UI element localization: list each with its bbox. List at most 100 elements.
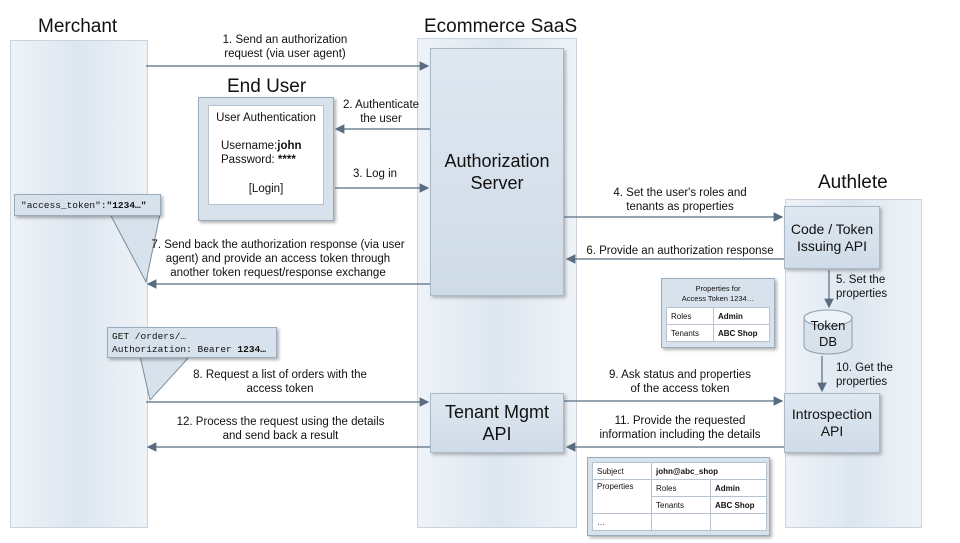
details-key: Tenants (651, 496, 711, 514)
access-token-callout: "access_token":"1234…" (14, 194, 161, 216)
details-table: Subject john@abc_shop Properties Roles A… (592, 462, 767, 531)
tenant-mgmt-line2: API (482, 424, 512, 444)
password-value[interactable]: **** (277, 154, 296, 166)
access-token-value: "1234…" (106, 200, 147, 211)
introspection-api-box: Introspection API (784, 393, 880, 453)
token-db-cylinder (803, 309, 853, 355)
step7-line1: 7. Send back the authorization response … (151, 239, 405, 251)
step7-line2: agent) and provide an access token throu… (165, 253, 391, 265)
properties-caption-line2: Access Token 1234… (681, 294, 755, 303)
step9-line1: 9. Ask status and properties (609, 369, 751, 381)
request-callout: GET /orders/… Authorization: Bearer 1234… (107, 327, 277, 358)
merchant-title: Merchant (38, 16, 118, 37)
subject-label: Subject (592, 462, 652, 480)
step3-line1: 3. Log in (352, 168, 398, 180)
properties-value: Admin (713, 307, 770, 325)
details-empty (710, 513, 767, 531)
login-card-inner: User Authentication Username:john Passwo… (208, 105, 324, 205)
properties-table: Roles Admin Tenants ABC Shop (666, 307, 770, 342)
step7-label: 7. Send back the authorization response … (142, 238, 414, 280)
properties-caption-line1: Properties for (695, 284, 741, 293)
introspection-line1: Introspection (791, 406, 873, 422)
properties-caption: Properties for Access Token 1234… (662, 284, 774, 304)
properties-key: Tenants (666, 324, 714, 342)
subject-value: john@abc_shop (651, 462, 767, 480)
step5-line1: 5. Set the (836, 274, 886, 286)
code-token-issuing-api-box: Code / Token Issuing API (784, 206, 880, 269)
request-line2: Authorization: Bearer 1234… (112, 343, 276, 356)
step2-line1: 2. Authenticate (342, 99, 420, 111)
step6-line1: 6. Provide an authorization response (586, 245, 774, 257)
step12-line2: and send back a result (222, 430, 339, 442)
step3-label: 3. Log in (340, 167, 410, 181)
saas-title: Ecommerce SaaS (424, 16, 578, 37)
step5-label: 5. Set the properties (836, 273, 887, 301)
authorization-server-line2: Server (470, 173, 524, 193)
step2-label: 2. Authenticate the user (336, 98, 426, 126)
step11-label: 11. Provide the requested information in… (585, 414, 775, 442)
step11-line2: information including the details (599, 429, 761, 441)
username-value[interactable]: john (277, 140, 302, 152)
step10-line1: 10. Get the (836, 362, 893, 374)
password-label: Password: (221, 154, 275, 166)
code-token-line2: Issuing API (796, 237, 868, 254)
details-key: Roles (651, 479, 711, 497)
enduser-title: End User (227, 76, 307, 97)
tenant-mgmt-line1: Tenant Mgmt (444, 402, 550, 422)
login-card: User Authentication Username:john Passwo… (198, 97, 334, 221)
step8-line2: access token (246, 383, 314, 395)
access-token-key: "access_token": (21, 200, 107, 211)
details-table-panel: Subject john@abc_shop Properties Roles A… (587, 457, 770, 536)
login-button[interactable]: [Login] (248, 183, 284, 195)
authorization-server-box: Authorization Server (430, 48, 564, 296)
step1-label: 1. Send an authorization request (via us… (195, 33, 375, 61)
table-row: … (592, 513, 767, 531)
step4-line1: 4. Set the user's roles and (613, 187, 747, 199)
properties-table-panel: Properties for Access Token 1234… Roles … (661, 278, 775, 348)
password-row: Password: **** (221, 154, 296, 166)
step5-line2: properties (836, 288, 888, 300)
login-heading: User Authentication (216, 112, 316, 124)
step4-label: 4. Set the user's roles and tenants as p… (595, 186, 765, 214)
token-db-label: Token DB (800, 318, 856, 350)
properties-value: ABC Shop (713, 324, 770, 342)
details-ellipsis: … (592, 513, 652, 531)
introspection-line2: API (820, 423, 844, 439)
step7-line3: another token request/response exchange (170, 267, 386, 279)
step6-label: 6. Provide an authorization response (578, 244, 782, 258)
tenant-mgmt-api-box: Tenant Mgmt API (430, 393, 564, 453)
details-empty (651, 513, 711, 531)
properties-key: Roles (666, 307, 714, 325)
table-row: Roles Admin (666, 307, 770, 325)
step11-line1: 11. Provide the requested (614, 415, 746, 427)
step8-label: 8. Request a list of orders with the acc… (175, 368, 385, 396)
step10-label: 10. Get the properties (836, 361, 893, 389)
properties-label: Properties (592, 479, 652, 514)
table-row: Tenants ABC Shop (666, 324, 770, 342)
username-row: Username:john (221, 140, 302, 152)
details-value: Admin (710, 479, 767, 497)
step9-line2: of the access token (630, 383, 730, 395)
step1-line1: 1. Send an authorization (222, 34, 348, 46)
step2-line2: the user (360, 113, 402, 125)
request-line1: GET /orders/… (112, 331, 187, 342)
step4-line2: tenants as properties (626, 201, 734, 213)
table-row: Subject john@abc_shop (592, 462, 767, 480)
request-line2-prefix: Authorization: Bearer (112, 344, 238, 355)
merchant-column (10, 40, 148, 528)
step10-line2: properties (836, 376, 888, 388)
step8-line1: 8. Request a list of orders with the (193, 369, 367, 381)
step1-line2: request (via user agent) (224, 48, 346, 60)
table-row: Properties Roles Admin (592, 479, 767, 514)
details-value: ABC Shop (710, 496, 767, 514)
authlete-title: Authlete (818, 172, 888, 193)
code-token-line1: Code / Token (790, 220, 874, 237)
step12-line1: 12. Process the request using the detail… (176, 416, 385, 428)
token-db-line1: Token (810, 318, 846, 333)
token-db-line2: DB (818, 334, 838, 349)
step12-label: 12. Process the request using the detail… (163, 415, 398, 443)
step9-label: 9. Ask status and properties of the acce… (595, 368, 765, 396)
authorization-server-line1: Authorization (444, 151, 550, 171)
username-label: Username: (221, 140, 278, 152)
